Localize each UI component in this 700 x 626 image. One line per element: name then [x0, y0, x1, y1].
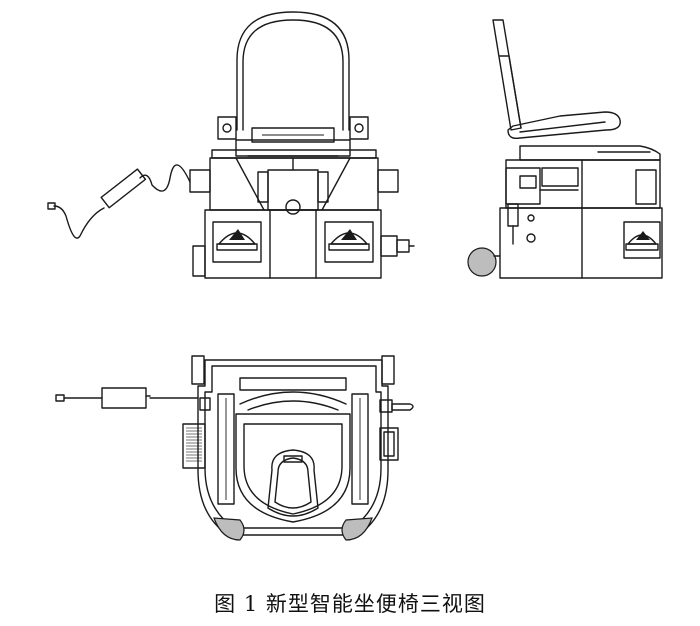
top-view: [55, 355, 414, 541]
figure-caption: 图 1 新型智能坐便椅三视图: [214, 592, 486, 616]
side-view: [467, 19, 663, 279]
front-view: [47, 11, 415, 279]
